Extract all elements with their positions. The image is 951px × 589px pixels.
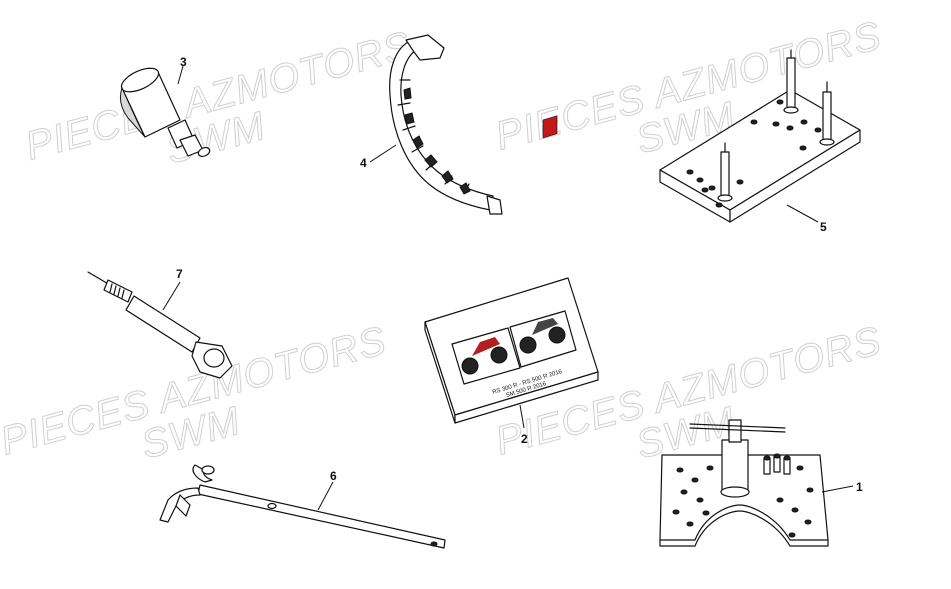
part-5-fixture-plate[interactable]: 5 <box>659 49 861 234</box>
part-1-press-plate[interactable]: 1 <box>659 419 863 547</box>
part-6-holding-wrench[interactable]: 6 <box>159 464 446 549</box>
part-7-puller-bolt[interactable]: 7 <box>87 267 233 379</box>
callout-2: 2 <box>521 432 528 446</box>
callout-1: 1 <box>856 480 863 494</box>
manual-logo-badge <box>542 115 558 139</box>
part-4-clutch-holder[interactable]: 4 <box>360 34 503 215</box>
part-2-workshop-manual[interactable]: RS 300 R - RS 500 R 2016 SM 500 R 2016 2 <box>424 115 599 446</box>
callout-3: 3 <box>180 55 187 69</box>
watermark-top-left: PIECES AZMOTORS SWM <box>20 23 416 173</box>
callout-6: 6 <box>330 469 337 483</box>
part-3-socket-tool[interactable]: 3 <box>118 55 211 158</box>
callout-5: 5 <box>820 220 827 234</box>
callout-7: 7 <box>176 267 183 281</box>
callout-4: 4 <box>360 156 367 170</box>
